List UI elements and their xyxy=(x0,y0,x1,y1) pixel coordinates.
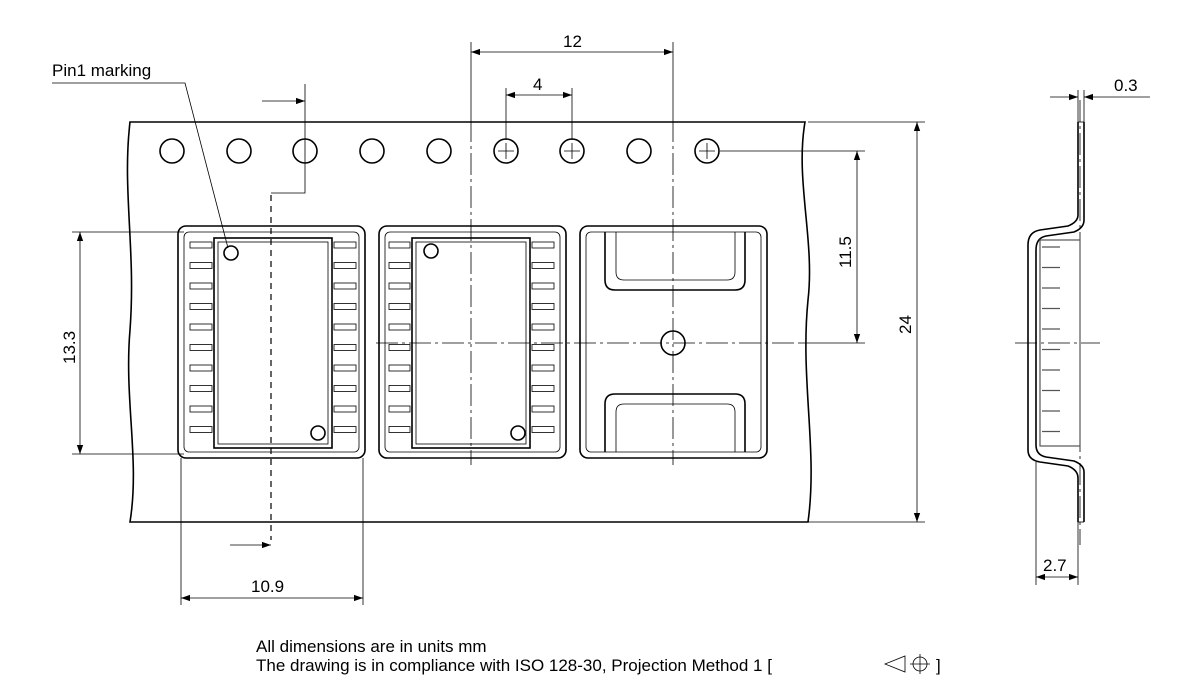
side-view xyxy=(1015,100,1100,545)
component-lead xyxy=(388,426,411,433)
sprocket-hole xyxy=(359,138,385,164)
pocket-3-empty xyxy=(579,225,768,459)
component-lead xyxy=(333,405,357,413)
component-lead xyxy=(388,385,411,392)
component-lead xyxy=(531,303,555,310)
component-lead xyxy=(189,262,213,269)
sprocket-hole xyxy=(159,138,185,164)
component-lead xyxy=(333,364,357,372)
pocket-1 xyxy=(177,225,366,459)
sprocket-hole xyxy=(626,138,652,164)
component-lead xyxy=(531,344,555,351)
sprocket-hole xyxy=(426,138,452,164)
dim-2-7: 2.7 xyxy=(1043,556,1067,575)
sprocket-hole xyxy=(226,138,252,164)
component-lead xyxy=(531,282,555,290)
component-lead xyxy=(531,364,555,372)
component-lead xyxy=(388,303,411,310)
component-lead xyxy=(388,344,411,351)
component-lead xyxy=(189,385,213,392)
standard-note-end: ] xyxy=(936,656,941,675)
component-lead xyxy=(531,241,555,249)
component-lead xyxy=(333,241,357,249)
component-lead xyxy=(388,262,411,269)
dim-13-3: 13.3 xyxy=(60,331,79,364)
dim-24: 24 xyxy=(896,315,915,334)
component-lead xyxy=(189,405,213,413)
dim-10-9: 10.9 xyxy=(251,577,284,596)
tape-outline xyxy=(126,121,812,523)
component-lead xyxy=(388,405,411,413)
component-lead xyxy=(388,364,411,372)
sprocket-hole xyxy=(694,138,720,164)
dim-11-5: 11.5 xyxy=(836,236,855,268)
component-lead xyxy=(531,405,555,413)
component-lead xyxy=(333,426,357,433)
component-lead xyxy=(531,262,555,269)
component-lead xyxy=(333,303,357,310)
component-lead xyxy=(531,426,555,433)
sprocket-holes xyxy=(159,138,720,164)
component-lead xyxy=(333,262,357,269)
component-lead xyxy=(333,282,357,290)
component-lead xyxy=(189,241,213,249)
component-lead xyxy=(189,282,213,290)
component-lead xyxy=(333,323,357,331)
pin1-marking-label: Pin1 marking xyxy=(52,61,151,80)
projection-symbol-icon xyxy=(883,654,930,674)
component-lead xyxy=(189,344,213,351)
pocket-2 xyxy=(378,225,567,459)
component-lead xyxy=(388,323,411,331)
component-lead xyxy=(189,323,213,331)
component-lead xyxy=(189,303,213,310)
pin1-dot xyxy=(223,245,239,261)
units-note: All dimensions are in units mm xyxy=(256,637,487,656)
component-lead xyxy=(333,385,357,392)
component-lead xyxy=(189,426,213,433)
component-lead xyxy=(333,344,357,351)
component-lead xyxy=(189,364,213,372)
component-lead xyxy=(531,385,555,392)
component-lead xyxy=(388,241,411,249)
dim-12: 12 xyxy=(563,32,582,51)
dim-0-3: 0.3 xyxy=(1114,76,1138,95)
component-lead xyxy=(531,323,555,331)
dim-4: 4 xyxy=(533,75,542,94)
component-lead xyxy=(388,282,411,290)
standard-note: The drawing is in compliance with ISO 12… xyxy=(256,656,772,675)
